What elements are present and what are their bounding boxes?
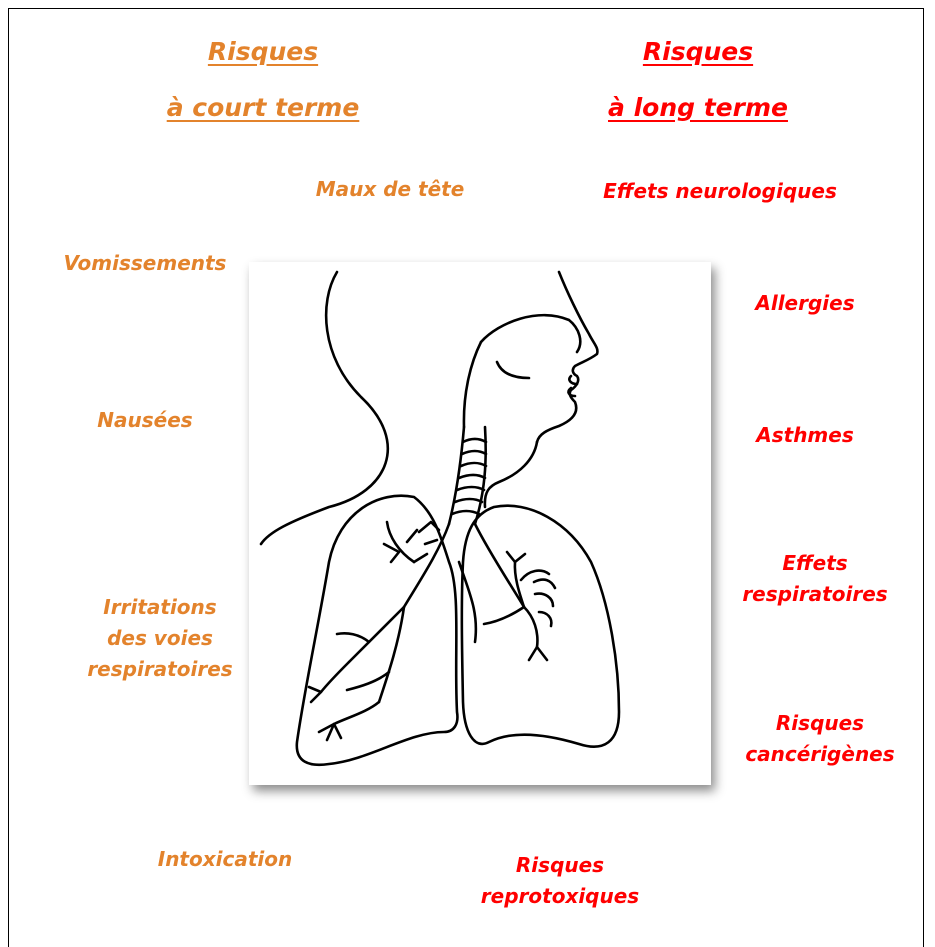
risk-nausea: Nausées [60, 405, 230, 436]
bronchus-branch-left [334, 702, 379, 724]
trachea-ring [463, 439, 486, 442]
left-lung-outline [297, 496, 458, 765]
risk-vomiting: Vomissements [40, 248, 250, 279]
bronchus-upper-left [387, 522, 414, 562]
risk-neurological: Effets neurologiques [570, 176, 870, 207]
risk-irritation-line3: respiratoires [65, 654, 255, 685]
trachea-ring [461, 463, 486, 466]
bronchus-branch-left [321, 662, 349, 692]
nasal-cavity-outline [481, 315, 580, 352]
bronchus-upper-left [419, 522, 439, 544]
trachea-ring [459, 475, 485, 478]
risk-carcinogenic: Risques cancérigènes [715, 708, 925, 770]
tongue-outline [569, 376, 577, 384]
risk-cancer-line1: Risques [715, 708, 925, 739]
risk-allergies: Allergies [730, 288, 880, 319]
risk-headache: Maux de tête [290, 174, 490, 205]
risk-asthma: Asthmes [730, 420, 880, 451]
trachea-ring [455, 499, 482, 502]
long-term-heading-line2: à long terme [583, 80, 813, 136]
risk-reprotoxic: Risques reprotoxiques [460, 850, 660, 912]
risk-respiratory-irritation: Irritations des voies respiratoires [65, 592, 255, 685]
bronchus-branch-right [534, 580, 555, 626]
long-term-heading-line1: Risques [583, 24, 813, 80]
risk-cancer-line2: cancérigènes [715, 739, 925, 770]
risk-irritation-line1: Irritations [65, 592, 255, 623]
risk-repro-line1: Risques [460, 850, 660, 881]
trachea-ring [452, 511, 479, 514]
trachea-ring [457, 487, 484, 490]
respiratory-system-illustration [249, 262, 711, 785]
bronchus-branch-right [484, 607, 524, 624]
risk-respiratory-line1: Effets [720, 548, 910, 579]
risk-irritation-line2: des voies [65, 623, 255, 654]
short-term-heading-line2: à court terme [150, 80, 376, 136]
short-term-heading-line1: Risques [150, 24, 376, 80]
risk-respiratory-line2: respiratoires [720, 579, 910, 610]
bronchus-branch-left [337, 633, 369, 642]
risk-repro-line2: reprotoxiques [460, 881, 660, 912]
bronchus-branch-left [319, 724, 341, 740]
face-profile-outline [537, 272, 597, 442]
oral-cavity-outline [464, 342, 481, 427]
right-main-bronchus [475, 524, 524, 607]
trachea-left-wall [449, 427, 464, 524]
long-term-heading: Risques à long terme [583, 24, 813, 136]
bronchus-branch-left [309, 687, 321, 702]
risk-respiratory-effects: Effets respiratoires [720, 548, 910, 610]
bronchus-branch-right [507, 552, 525, 562]
risk-intoxication: Intoxication [130, 844, 320, 875]
trachea-ring [462, 451, 486, 454]
bronchus-branch-right [529, 647, 547, 660]
bronchus-branch-right [524, 607, 537, 647]
throat-back-outline [497, 362, 529, 378]
short-term-heading: Risques à court terme [150, 24, 376, 136]
front-neck-outline [485, 442, 537, 507]
